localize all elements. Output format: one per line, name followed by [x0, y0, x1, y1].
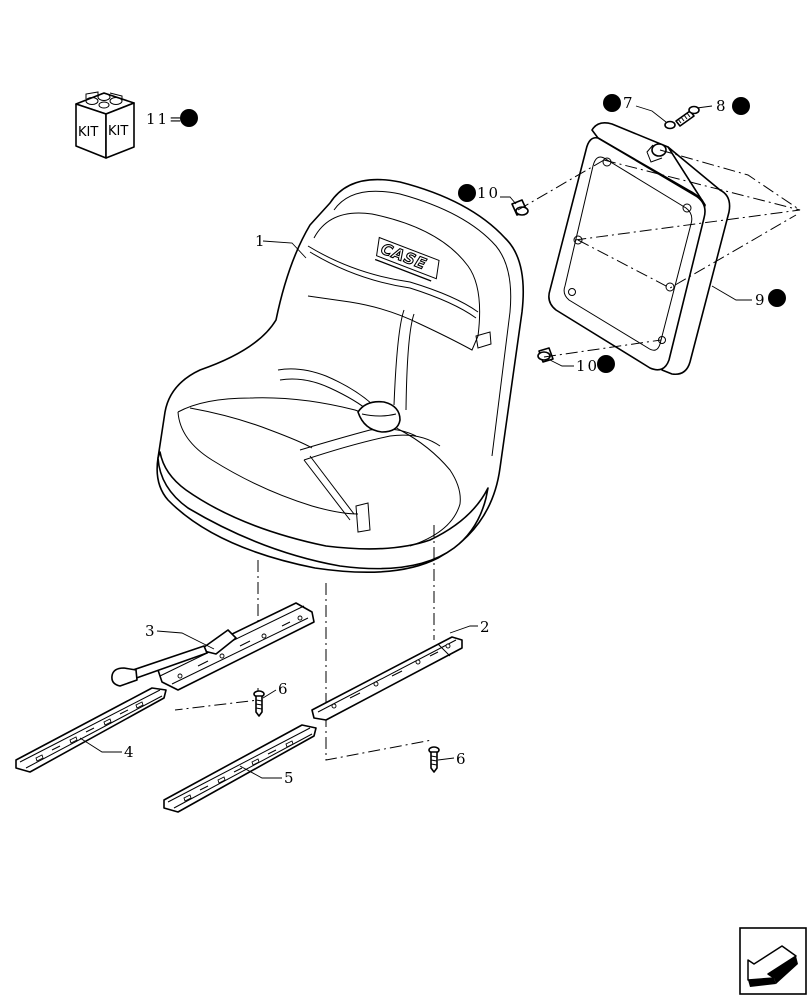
callout-label-11: 11=: [146, 110, 184, 128]
callout-label-2: 2: [480, 618, 492, 636]
kit-face-right: KIT: [108, 124, 128, 139]
callout-dot-7: [603, 94, 621, 112]
callout-label-4: 4: [124, 743, 136, 761]
callout-label-3: 3: [145, 622, 157, 640]
washer-7: [664, 120, 676, 130]
callout-dot-11: [180, 109, 198, 127]
screw-8: [675, 105, 700, 127]
callout-label-5: 5: [284, 769, 296, 787]
slide-rail-5: [163, 724, 317, 813]
bolt-6-lower: [428, 746, 440, 773]
callout-dot-9: [768, 289, 786, 307]
slide-rail-4: [15, 687, 167, 773]
callout-label-1: 1: [255, 232, 267, 250]
bolt-6-upper: [253, 690, 265, 717]
seat-back-plate: [548, 122, 731, 376]
spacer-10-lower: [537, 347, 554, 363]
callout-label-8: 8: [716, 97, 728, 115]
callout-label-7: 7: [623, 94, 635, 112]
callout-label-10-lower: 10: [576, 357, 599, 375]
callout-label-10-upper: 10: [477, 184, 500, 202]
next-page-arrow-icon[interactable]: [739, 927, 807, 995]
kit-face-left: KIT: [78, 125, 98, 140]
slide-rail-with-lever: [111, 602, 315, 691]
kit-box-icon: KIT KIT: [75, 91, 135, 159]
callout-label-9: 9: [755, 291, 767, 309]
callout-dot-8: [732, 97, 750, 115]
callout-label-6-lower: 6: [456, 750, 468, 768]
callout-dot-10-upper: [458, 184, 476, 202]
callout-label-6-upper: 6: [278, 680, 290, 698]
callout-dot-10-lower: [597, 355, 615, 373]
seat-cushion: [156, 178, 525, 574]
slide-rail-2: [311, 636, 463, 721]
